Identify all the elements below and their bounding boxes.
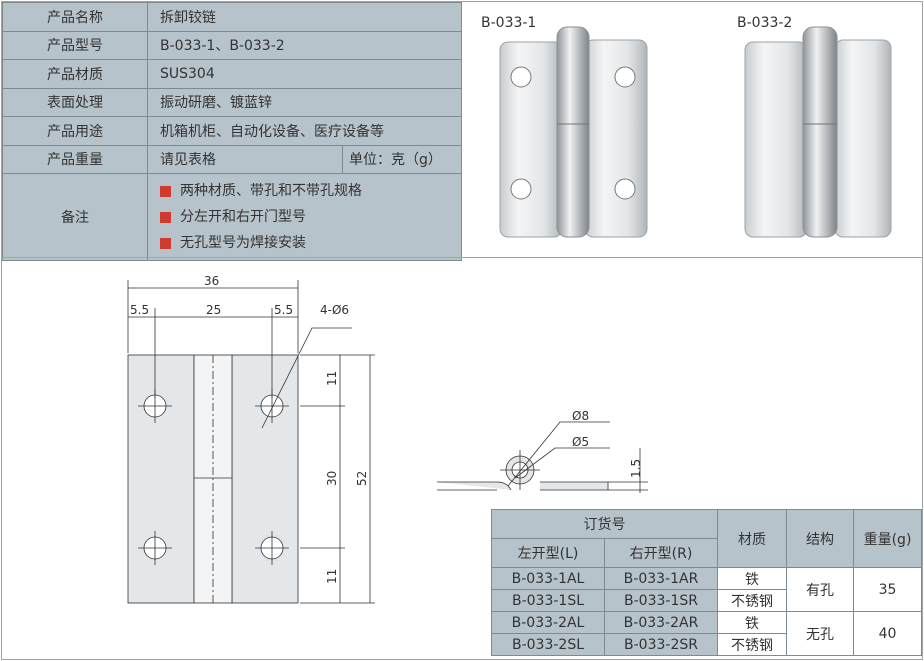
hinge-b033-1-photo xyxy=(499,26,648,238)
note-text: 分左开和右开门型号 xyxy=(180,209,306,225)
right-leaf xyxy=(231,354,299,604)
dim-total-width: 36 xyxy=(204,274,219,288)
order-code-right: B-033-2AR xyxy=(604,611,718,634)
structure-cell: 无孔 xyxy=(786,611,854,656)
spec-label: 产品用途 xyxy=(2,116,148,146)
order-code-left: B-033-1SL xyxy=(491,589,605,612)
material-cell: 铁 xyxy=(717,567,787,590)
product-photos: B-033-1 B-033-2 xyxy=(465,2,922,257)
photo-label: B-033-1 xyxy=(481,15,537,31)
spec-value: 拆卸铰链 xyxy=(147,2,462,32)
dim-height: 52 xyxy=(355,471,369,486)
note-item: 无孔型号为焊接安装 xyxy=(160,230,449,256)
header-right: 右开型(R) xyxy=(604,538,718,568)
spec-row-usage: 产品用途机箱机柜、自动化设备、医疗设备等 xyxy=(2,116,462,146)
dim-thickness: 1.5 xyxy=(629,459,643,478)
bullet-square-icon xyxy=(160,211,171,223)
spec-row-notes: 备注 两种材质、带孔和不带孔规格 分左开和右开门型号 无孔型号为焊接安装 xyxy=(2,173,462,261)
spec-label: 产品名称 xyxy=(2,2,148,32)
dim-outer-diameter: Ø8 xyxy=(572,409,589,423)
material-cell: 不锈钢 xyxy=(717,633,787,656)
header-material: 材质 xyxy=(717,509,787,568)
spec-row-weight: 产品重量请见表格单位：克（g） xyxy=(2,144,462,174)
spec-label: 产品材质 xyxy=(2,59,148,89)
material-cell: 不锈钢 xyxy=(717,589,787,612)
spec-value: 请见表格 xyxy=(147,144,343,174)
spec-row-surface: 表面处理振动研磨、镀蓝锌 xyxy=(2,87,462,117)
spec-value: 振动研磨、镀蓝锌 xyxy=(147,87,462,117)
header-left: 左开型(L) xyxy=(491,538,605,568)
dim-holes: 4-Ø6 xyxy=(320,303,349,317)
order-code-left: B-033-1AL xyxy=(491,567,605,590)
hinge-photos-image xyxy=(499,26,892,238)
weight-cell: 40 xyxy=(853,611,922,656)
header-structure: 结构 xyxy=(786,509,854,568)
material-cell: 铁 xyxy=(717,611,787,634)
spec-label: 产品重量 xyxy=(2,144,148,174)
weight-unit: 单位：克（g） xyxy=(342,144,462,174)
section-divider xyxy=(1,257,923,258)
dim-top: 11 xyxy=(325,371,339,386)
note-item: 两种材质、带孔和不带孔规格 xyxy=(160,178,449,204)
order-code-left: B-033-2AL xyxy=(491,611,605,634)
spec-row-name: 产品名称拆卸铰链 xyxy=(2,2,462,32)
weight-cell: 35 xyxy=(853,567,922,612)
bullet-square-icon xyxy=(160,237,171,249)
spec-value: B-033-1、B-033-2 xyxy=(147,30,462,60)
notes-cell: 两种材质、带孔和不带孔规格 分左开和右开门型号 无孔型号为焊接安装 xyxy=(147,173,462,261)
dim-hole-spacing: 25 xyxy=(206,303,221,317)
spec-label: 表面处理 xyxy=(2,87,148,117)
spec-value: 机箱机柜、自动化设备、医疗设备等 xyxy=(147,116,462,146)
structure-cell: 有孔 xyxy=(786,567,854,612)
spec-value: SUS304 xyxy=(147,59,462,89)
order-code-right: B-033-1SR xyxy=(604,589,718,612)
order-code-right: B-033-2SR xyxy=(604,633,718,656)
note-text: 两种材质、带孔和不带孔规格 xyxy=(180,183,362,199)
hinge-b033-2-photo xyxy=(744,26,892,238)
dim-left-margin: 5.5 xyxy=(130,303,149,317)
photo-label: B-033-2 xyxy=(737,15,793,31)
spec-label: 产品型号 xyxy=(2,30,148,60)
dim-middle: 30 xyxy=(325,471,339,486)
bullet-square-icon xyxy=(160,185,171,197)
dim-inner-diameter: Ø5 xyxy=(572,435,589,449)
order-code-right: B-033-1AR xyxy=(604,567,718,590)
order-code-left: B-033-2SL xyxy=(491,633,605,656)
dim-right-margin: 5.5 xyxy=(274,303,293,317)
left-leaf xyxy=(127,354,195,604)
note-item: 分左开和右开门型号 xyxy=(160,204,449,230)
header-order-number: 订货号 xyxy=(491,509,718,539)
header-weight: 重量(g) xyxy=(853,509,922,568)
note-text: 无孔型号为焊接安装 xyxy=(180,235,306,251)
dim-bottom: 11 xyxy=(325,569,339,584)
spec-label: 备注 xyxy=(2,173,148,261)
technical-drawing: 36 5.5 25 5.5 4-Ø6 11 30 11 52 Ø8 Ø5 1.5 xyxy=(127,274,648,604)
